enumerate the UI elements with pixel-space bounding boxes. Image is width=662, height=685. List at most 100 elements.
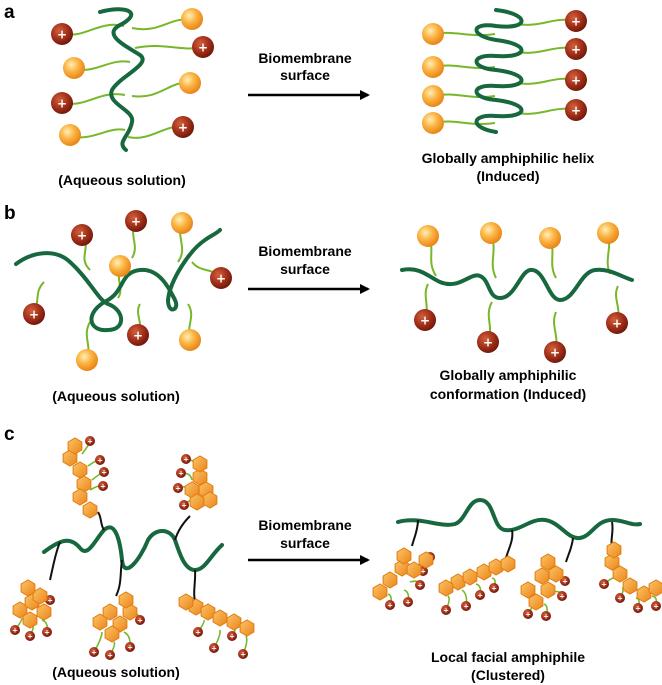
hydrophobe-icon xyxy=(422,56,444,78)
svg-text:+: + xyxy=(477,592,483,600)
svg-text:+: + xyxy=(181,502,187,510)
svg-text:+: + xyxy=(463,603,469,611)
svg-text:+: + xyxy=(178,121,188,135)
aromatic-cluster: + + + + xyxy=(173,454,218,511)
aromatic-ring-icon xyxy=(382,571,398,589)
panel-a-left-caption: (Aqueous solution) xyxy=(58,172,186,188)
aromatic-ring-icon xyxy=(62,449,78,467)
aromatic-ring-icon xyxy=(612,565,628,583)
svg-text:+: + xyxy=(635,605,641,613)
svg-text:+: + xyxy=(653,603,659,611)
hydrophobe-icon xyxy=(422,112,444,134)
svg-text:+: + xyxy=(87,438,93,446)
svg-text:+: + xyxy=(198,41,208,55)
cation-icon: + xyxy=(23,303,45,325)
cation-icon: + xyxy=(105,650,115,660)
cation-icon: + xyxy=(172,116,194,138)
panel-a-arrow: Biomembrane surface xyxy=(248,50,370,100)
aromatic-ring-icon xyxy=(500,555,516,573)
cation-icon: + xyxy=(565,38,587,60)
aromatic-ring-icon xyxy=(104,625,120,643)
svg-text:+: + xyxy=(47,597,53,605)
svg-text:+: + xyxy=(216,272,226,286)
hydrophobe-icon xyxy=(179,329,201,351)
cation-icon: + xyxy=(173,483,183,493)
cation-icon: + xyxy=(385,600,395,610)
cation-icon: + xyxy=(403,597,413,607)
cation-icon: + xyxy=(89,647,99,657)
cation-icon: + xyxy=(51,92,73,114)
cation-icon: + xyxy=(98,481,108,491)
aromatic-ring-icon xyxy=(540,553,556,571)
aromatic-ring-icon xyxy=(189,493,205,511)
hydrophobe-icon xyxy=(539,227,561,249)
cation-icon: + xyxy=(51,23,73,45)
svg-text:+: + xyxy=(127,644,133,652)
cation-icon: + xyxy=(541,611,551,621)
panel-b-arrow: Biomembrane surface xyxy=(248,243,370,294)
aromatic-ring-icon xyxy=(438,579,454,597)
svg-text:+: + xyxy=(211,645,217,653)
svg-text:+: + xyxy=(550,346,560,360)
aromatic-ring-icon xyxy=(418,551,434,569)
cation-icon: + xyxy=(210,267,232,289)
svg-text:+: + xyxy=(525,611,531,619)
cation-icon: + xyxy=(615,593,625,603)
svg-text:+: + xyxy=(240,651,246,659)
arrow-label-line2: surface xyxy=(280,67,330,83)
aromatic-ring-icon xyxy=(212,609,228,627)
svg-text:+: + xyxy=(107,652,113,660)
hydrophobe-icon xyxy=(179,72,201,94)
aromatic-ring-icon xyxy=(226,613,242,631)
svg-text:+: + xyxy=(57,28,67,42)
svg-text:+: + xyxy=(101,469,107,477)
hydrophobe-icon xyxy=(417,225,439,247)
hydrophobe-icon xyxy=(63,57,85,79)
svg-text:+: + xyxy=(44,629,50,637)
aromatic-ring-icon xyxy=(112,615,128,633)
panel-a-right-caption-line2: (Induced) xyxy=(477,168,540,184)
svg-text:+: + xyxy=(100,483,106,491)
svg-text:+: + xyxy=(387,602,393,610)
panel-b-right-structure: + + + + xyxy=(400,222,634,363)
svg-text:+: + xyxy=(183,456,189,464)
cation-icon: + xyxy=(95,455,105,465)
aromatic-ring-icon xyxy=(72,461,88,479)
cation-icon: + xyxy=(10,625,20,635)
svg-text:+: + xyxy=(612,317,622,331)
aromatic-ring-icon xyxy=(72,488,88,506)
svg-text:+: + xyxy=(617,595,623,603)
aromatic-ring-icon xyxy=(102,603,118,621)
cation-icon: + xyxy=(489,583,499,593)
hydrophobe-icon xyxy=(109,255,131,277)
cation-icon: + xyxy=(565,99,587,121)
panel-b: b + + + + + (Aqueous sol xyxy=(4,203,634,404)
panel-b-right-caption-line1: Globally amphiphilic xyxy=(440,367,577,383)
cation-icon: + xyxy=(127,324,149,346)
hydrophobe-icon xyxy=(181,8,203,30)
cation-icon: + xyxy=(176,468,186,478)
svg-text:+: + xyxy=(137,617,143,625)
aromatic-cluster: ++++ xyxy=(520,553,570,621)
svg-text:+: + xyxy=(562,578,568,586)
aromatic-ring-icon xyxy=(200,603,216,621)
svg-text:+: + xyxy=(543,613,549,621)
panel-label-b: b xyxy=(4,203,16,224)
aromatic-cluster: + + + + xyxy=(89,591,145,660)
panel-b-left-structure: + + + + + xyxy=(14,210,232,371)
cation-icon: + xyxy=(179,500,189,510)
svg-text:+: + xyxy=(77,229,87,243)
cation-icon: + xyxy=(71,224,93,246)
cation-icon: + xyxy=(565,10,587,32)
arrow-label-line2: surface xyxy=(280,535,330,551)
aromatic-ring-icon xyxy=(20,579,36,597)
aromatic-ring-icon xyxy=(648,579,662,597)
svg-text:+: + xyxy=(97,457,103,465)
cation-icon: + xyxy=(42,627,52,637)
aromatic-cluster: ++++ xyxy=(438,555,516,615)
svg-text:+: + xyxy=(417,582,423,590)
aromatic-ring-icon xyxy=(67,437,83,455)
svg-text:+: + xyxy=(483,336,493,350)
svg-text:+: + xyxy=(571,15,581,29)
